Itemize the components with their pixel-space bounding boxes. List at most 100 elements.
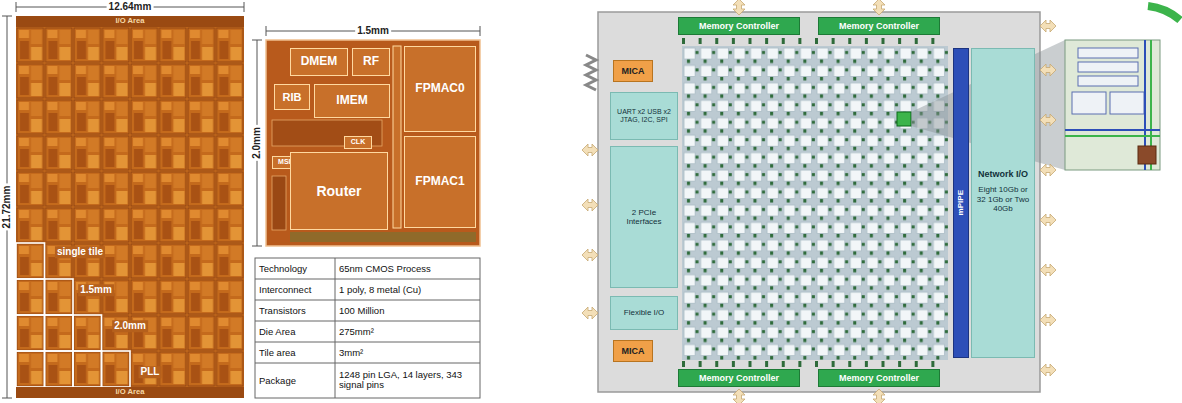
table-cell: Interconnect	[259, 284, 311, 295]
dimension-tick	[244, 2, 245, 12]
tile-detail-block	[1078, 62, 1138, 72]
block-label: 2 PCIe Interfaces	[615, 208, 673, 226]
tile-outline	[73, 315, 102, 351]
tile-outline	[16, 315, 45, 351]
io-arrow	[733, 0, 745, 15]
dimension-tick	[480, 26, 481, 36]
io-arrow	[873, 0, 885, 15]
tile-outline	[45, 315, 74, 351]
block-label: IMEM	[336, 94, 367, 108]
io-arrow	[1040, 364, 1056, 376]
io-arrow	[733, 389, 745, 403]
mesh-ports	[682, 38, 948, 44]
io-arrow	[1040, 314, 1056, 326]
io-arrow	[582, 144, 598, 156]
highlighted-tile	[897, 112, 911, 126]
block-label: FPMAC0	[415, 82, 464, 96]
table-cell: 100 Million	[339, 305, 384, 316]
tile-strip	[393, 46, 401, 228]
io-band: I/O Area	[16, 387, 244, 398]
tile-detail	[1065, 6, 1180, 170]
tile-die	[266, 40, 480, 246]
block-label: MICA	[622, 66, 645, 76]
io-arrow	[873, 389, 885, 403]
block-label: DMEM	[301, 55, 338, 69]
chip-outline	[598, 12, 1040, 392]
tile-detail-bus	[1065, 135, 1160, 137]
table-rule	[255, 300, 480, 301]
io-arrow	[582, 307, 598, 319]
tile-outline	[102, 351, 131, 387]
tile-detail-frame	[1065, 40, 1160, 170]
tile-detail-block	[1072, 92, 1106, 114]
table-cell: Technology	[259, 263, 307, 274]
block-label: UART x2 USB x2 JTAG, I2C, SPI	[615, 108, 673, 124]
block-label: Memory Controller	[839, 21, 919, 31]
block-label: Memory Controller	[839, 373, 919, 383]
table-cell: 1248 pin LGA, 14 layers, 343 signal pins	[339, 370, 477, 392]
tile-detail-block	[1078, 76, 1138, 86]
io-band: I/O Area	[16, 16, 244, 27]
tile-annotation: single tile	[55, 246, 105, 258]
spec-table	[255, 258, 480, 398]
serial-pins	[586, 55, 596, 90]
block-label: Router	[316, 183, 361, 199]
block-label: RF	[363, 55, 379, 69]
mica-block: MICA	[613, 60, 653, 82]
block-label: RIB	[283, 91, 302, 104]
table-rule	[255, 363, 480, 364]
table-cell: 3mm²	[339, 347, 363, 358]
io-arrow	[582, 199, 598, 211]
die-photo	[2, 2, 244, 398]
single-tile-outline	[16, 243, 45, 279]
tile-block: CLK	[344, 136, 372, 149]
tile-block: RIB	[274, 84, 310, 110]
io-arrow	[1040, 114, 1056, 126]
dimension-tick	[252, 40, 262, 41]
block-label: Flexible I/O	[624, 308, 664, 317]
table-cell: 1 poly, 8 metal (Cu)	[339, 284, 421, 295]
block-label: MICA	[622, 346, 645, 356]
io-arrow	[582, 249, 598, 261]
table-cell: Transistors	[259, 305, 306, 316]
table-frame	[255, 258, 480, 398]
tile-detail-block	[1078, 48, 1138, 58]
block-label: FPMAC1	[415, 175, 464, 189]
packet-engine-bar: mPIPE	[953, 48, 969, 358]
tile-mesh	[682, 46, 948, 360]
tile-block: FPMAC0	[404, 46, 476, 132]
tile-outlines	[16, 243, 130, 387]
tile-array	[16, 27, 244, 387]
table-cell: Package	[259, 375, 296, 386]
tile-logic	[272, 176, 286, 230]
dimension-label: 1.5mm	[355, 25, 391, 37]
dimension-label: 21.72mm	[1, 184, 13, 231]
tile-block: FPMAC1	[404, 136, 476, 228]
chip-diagram	[582, 0, 1065, 403]
tile-block: IMEM	[314, 84, 390, 118]
tile-outline	[45, 351, 74, 387]
block-label: mPIPE	[956, 190, 965, 216]
tile-outline	[16, 351, 45, 387]
block-label: CLK	[351, 138, 365, 146]
table-rule	[255, 279, 480, 280]
tile-detail-bus	[1065, 129, 1160, 131]
memory-controller: Memory Controller	[818, 17, 940, 35]
dimension-label: 12.64mm	[107, 1, 154, 13]
die-body	[16, 16, 244, 398]
tile-outline	[73, 351, 102, 387]
table-rule	[335, 258, 336, 398]
table-cell: Tile area	[259, 347, 296, 358]
memory-controller: Memory Controller	[678, 369, 800, 387]
table-cell: 65nm CMOS Process	[339, 263, 431, 274]
io-panel: UART x2 USB x2 JTAG, I2C, SPI	[610, 92, 678, 140]
block-label: Memory Controller	[699, 21, 779, 31]
dimension-tick	[2, 16, 12, 17]
tile-detail-block	[1110, 92, 1144, 114]
block-label: I/O Area	[115, 17, 144, 26]
io-arrow	[1040, 264, 1056, 276]
tile-annotation: PLL	[139, 366, 162, 378]
io-arrow	[1040, 20, 1056, 32]
tile-logic	[290, 232, 476, 242]
dimension-tick	[252, 246, 262, 247]
